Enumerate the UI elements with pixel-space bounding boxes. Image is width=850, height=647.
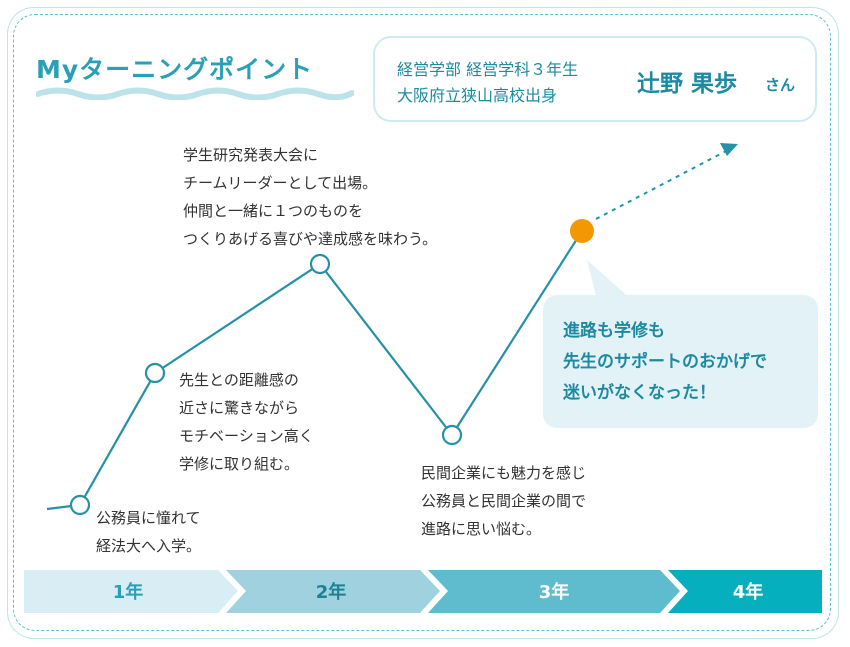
year-label-3: 3年 xyxy=(538,582,570,603)
title-underline-wave xyxy=(36,87,354,100)
year-label-4: 4年 xyxy=(732,582,764,603)
arrow-head-icon xyxy=(720,143,738,156)
note-year2-presentation: 学生研究発表大会に チームリーダーとして出場。 仲間と一緒に１つのものを つくり… xyxy=(183,146,438,248)
profile-department: 経営学部 経営学科３年生 xyxy=(397,60,579,79)
profile-honorific: さん xyxy=(765,76,796,94)
dashed-border xyxy=(13,14,831,631)
profile-school: 大阪府立狭山高校出身 xyxy=(397,86,558,105)
year-band-1 xyxy=(24,570,238,613)
future-dotted-line xyxy=(595,149,729,220)
milestone-marker-4 xyxy=(441,424,463,446)
note-year3-career-worry: 民間企業にも魅力を感じ 公務員と民間企業の間で 進路に思い悩む。 xyxy=(421,464,587,538)
year-label-1: 1年 xyxy=(112,582,144,603)
profile-card: 経営学部 経営学科３年生 大阪府立狭山高校出身 辻野 果歩 さん xyxy=(373,36,817,122)
milestone-marker-current xyxy=(570,219,594,243)
year-band-3 xyxy=(428,570,680,613)
profile-name: 辻野 果歩 xyxy=(637,71,738,97)
milestone-marker-3 xyxy=(309,253,331,275)
note-year1-motivation: 先生との距離感の 近さに驚きながら モチベーション高く 学修に取り組む。 xyxy=(179,371,314,473)
note-year1-entry: 公務員に憧れて 経法大へ入学。 xyxy=(96,509,202,555)
speech-bubble-text: 進路も学修も 先生のサポートのおかげで 迷いがなくなった！ xyxy=(563,321,767,403)
speech-bubble xyxy=(543,295,818,428)
milestone-marker-2 xyxy=(144,362,166,384)
year-label-2: 2年 xyxy=(315,582,347,603)
year-band-4 xyxy=(668,570,822,613)
bubble-tail xyxy=(587,260,632,300)
year-band-2 xyxy=(226,570,440,613)
milestone-marker-1 xyxy=(69,494,91,516)
page-title: Myターニングポイント xyxy=(36,55,314,84)
